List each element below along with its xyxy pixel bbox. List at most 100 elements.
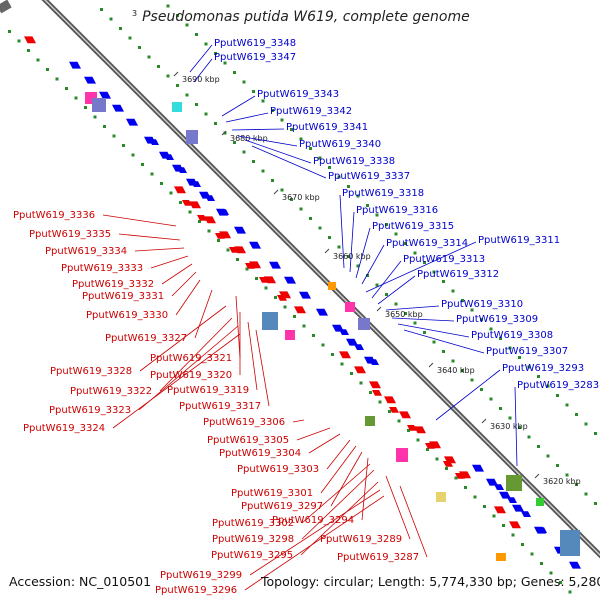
gc-dot [359,381,363,385]
forward-gene-label: PputW619_3348 [214,38,296,49]
gc-dot [568,590,572,594]
reverse-gene-label: PputW619_3323 [49,405,131,416]
reverse-label-leader [175,279,201,316]
gc-dot [185,23,189,27]
reverse-label-leader [301,469,375,540]
gc-dot [8,30,11,33]
forward-label-leader [231,128,285,131]
gc-dot [508,346,512,350]
ruler-tick [221,130,227,136]
reverse-label-leader [300,481,379,556]
forward-gene-label: PputW619_3313 [403,254,485,265]
gc-dot [470,378,474,382]
forward-cds [69,61,81,69]
gc-dot [556,394,559,397]
reverse-label-leader [138,325,239,411]
gc-dot [350,372,353,375]
reverse-label-leader [150,255,189,269]
gc-dot [442,280,445,283]
gc-dot [423,261,426,264]
reverse-cds [259,277,269,283]
genome-backbone [0,0,600,559]
reverse-cds [197,215,207,221]
reverse-gene-label: PputW619_3301 [231,488,313,499]
forward-gene-label: PputW619_3308 [471,330,553,341]
gc-dot [299,137,303,141]
reverse-label-leader [118,233,181,241]
gc-dot [271,109,274,112]
forward-cds [205,195,215,201]
gc-dot [223,131,227,135]
forward-gene-label: PputW619_3316 [356,205,438,216]
reverse-cds [425,443,435,449]
forward-label-leaders: PputW619_3348PputW619_3347PputW619_3343P… [189,38,599,467]
forward-label-leader [349,211,355,273]
gc-dot [356,194,360,198]
forward-gene-label: PputW619_3314 [386,238,468,249]
reverse-cds [384,396,396,404]
reverse-cds [204,216,216,224]
gc-dot [264,286,268,290]
ruler-tick-label: 3690 kbp [182,75,220,84]
gc-dot [584,492,588,496]
forward-cds [507,497,517,503]
gc-dot [150,172,154,176]
gc-dot [489,397,493,401]
gc-dot [195,33,198,36]
forward-gene-label: PputW619_3343 [257,89,339,100]
feature-box [345,302,355,312]
reverse-gene-label: PputW619_3295 [211,550,293,561]
reverse-gene-label: PputW619_3319 [167,385,249,396]
reverse-cds [354,366,366,374]
reverse-cds [182,200,192,206]
forward-cds [99,91,111,99]
gc-dot [413,321,417,325]
reverse-cds [277,295,287,301]
reverse-label-leader [247,321,258,391]
reverse-cds [229,247,239,253]
forward-gene-label: PputW619_3283 [517,380,599,391]
gc-dot [521,543,524,546]
forward-gene-label: PputW619_3341 [286,122,368,133]
gc-dot [312,334,315,337]
gc-dot [255,277,258,280]
reverse-label-leader [134,247,185,252]
gc-dot [169,191,173,195]
gc-dot [217,239,220,242]
ruler-tick-label: 3670 kbp [282,193,320,202]
gc-dot [584,422,588,426]
forward-gene-label: PputW619_3340 [299,139,381,150]
gc-dot [489,327,493,331]
gc-dot [109,17,113,21]
reverse-cds [369,381,381,389]
forward-cds [569,561,581,569]
gc-dot [283,305,287,309]
gc-dot [252,160,255,163]
gc-dot [445,467,448,470]
gc-dot [556,464,559,467]
forward-label-leader [189,44,213,73]
forward-label-leader [377,275,416,305]
forward-gene-label: PputW619_3309 [456,314,538,325]
forward-label-leader [385,305,440,311]
gc-dot [470,308,474,312]
gc-dot [537,375,540,378]
reverse-label-leaders: PputW619_3336PputW619_3335PputW619_3334P… [13,210,428,596]
gc-dot [347,185,350,188]
gc-dot [499,407,502,410]
reverse-cds [372,390,382,396]
forward-cds [354,344,364,350]
forward-label-leader [361,244,385,285]
reverse-gene-label: PputW619_3303 [237,464,319,475]
ruler-tick [534,473,540,479]
reverse-gene-label: PputW619_3327 [105,333,187,344]
gc-dot [397,419,401,423]
feature-box [560,530,580,556]
gc-dot [432,340,436,344]
reverse-cds [494,506,506,514]
reverse-cds [414,426,426,434]
gc-dot [93,115,97,119]
reverse-label-leader [194,289,213,339]
forward-cds [269,261,281,269]
forward-cds [149,139,159,145]
